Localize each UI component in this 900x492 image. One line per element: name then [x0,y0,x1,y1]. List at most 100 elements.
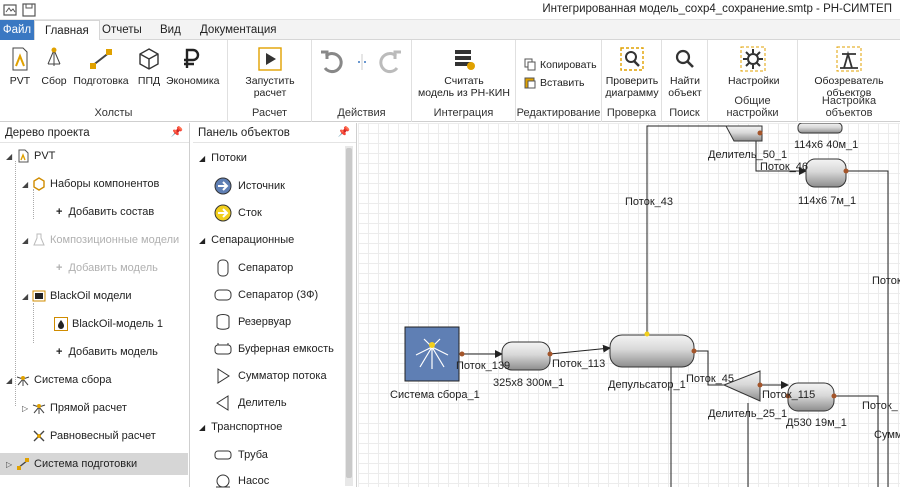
diagram-canvas[interactable]: Делитель_50_1 114х6 40м_1 Поток_46 114х6… [358,123,900,487]
label-pipe-7: 114х6 7м_1 [798,195,857,207]
ruble-icon [184,48,200,68]
play-icon [258,47,282,71]
tree-item-direct-calc[interactable]: ▷Прямой расчет [22,397,127,419]
tab-reports[interactable]: Отчеты [102,24,142,36]
scrollbar-thumb[interactable] [346,148,352,478]
copy-icon [524,58,536,71]
tab-home[interactable]: Главная [34,20,100,41]
collapse-arrow-icon[interactable]: ◢ [6,152,13,161]
separator-3f-icon [214,289,232,301]
label-flow-46: Поток_46 [760,161,808,173]
label-flow-right: Поток [872,275,900,287]
port [547,351,553,357]
tree-item-blackoil-model-1[interactable]: BlackOil-модель 1 [54,313,163,335]
ribbon: PVT Сбор Подготовка ППД Экономика Холсты… [0,40,900,122]
object-source[interactable]: Источник [214,175,285,197]
paste-button[interactable]: Вставить [524,76,585,89]
sbor-button[interactable]: Сбор [38,46,70,87]
tab-view[interactable]: Вид [160,24,181,36]
flow-line-46 [755,133,807,175]
collapse-arrow-icon[interactable]: ◢ [22,236,29,245]
group-label-editing: Редактирование [516,107,601,119]
undo-icon[interactable] [318,48,346,76]
oil-pump-icon [836,46,862,72]
save-icon[interactable] [21,2,37,18]
pipe-top-shape [797,123,843,134]
collapse-arrow-icon[interactable]: ◢ [199,236,206,245]
pump-icon [216,474,230,488]
object-sink[interactable]: Сток [214,202,262,224]
port [831,393,837,399]
collapse-arrow-icon[interactable]: ◢ [199,154,206,163]
label-depulsator: Депульсатор_1 [608,379,686,391]
ribbon-tabs: Файл Главная Отчеты Вид Документация [0,20,900,41]
podgotovka-button[interactable]: Подготовка [72,46,130,87]
pin-icon[interactable]: 📌 [337,127,350,138]
object-flow-summator[interactable]: Сумматор потока [214,365,327,387]
tab-documentation[interactable]: Документация [200,24,277,36]
label-flow-139: Поток_139 [456,360,511,372]
port [459,351,465,357]
section-transport[interactable]: ◢Транспортное [199,421,283,433]
label-system: Система сбора_1 [390,389,480,401]
section-separation[interactable]: ◢Сепарационные [199,234,295,246]
collapse-arrow-icon[interactable]: ◢ [199,423,206,432]
flask-icon [33,233,45,246]
objects-scrollbar[interactable] [345,146,353,486]
hexagon-icon [33,177,45,191]
port [785,393,791,399]
expand-arrow-icon[interactable]: ▷ [6,460,13,469]
pin-icon[interactable]: 📌 [170,127,183,138]
ppd-button[interactable]: ППД [133,46,165,87]
expand-arrow-icon[interactable]: ▷ [22,404,29,413]
group-label-integration: Интеграция [433,107,494,119]
label-flow-115: Поток_115 [762,389,816,401]
group-actions: Действия [312,40,412,122]
flow-line-43 [646,125,734,334]
flow-line-113 [549,344,611,355]
source-icon [214,177,232,195]
depulsator-shape [609,334,695,368]
title-bar: Интегрированная модель_coxp4_сохранение.… [0,0,900,20]
object-divider[interactable]: Делитель [214,392,287,414]
object-separator[interactable]: Сепаратор [214,257,293,279]
ekonomika-button[interactable]: Экономика [166,46,219,87]
tree-item-blackoil-models[interactable]: ◢BlackOil модели [22,285,132,307]
collapse-arrow-icon[interactable]: ◢ [22,180,29,189]
paste-icon [524,77,536,89]
gathering-icon [32,404,46,415]
pvt-button[interactable]: PVT [4,46,36,87]
settings-button[interactable]: Настройки [728,46,780,87]
port [757,382,763,388]
tree-item-component-sets[interactable]: ◢Наборы компонентов [22,173,159,195]
object-pipe[interactable]: Труба [214,444,268,466]
tree-item-gathering-system[interactable]: ◢Система сбора [6,369,112,391]
redo-icon[interactable] [376,48,404,76]
tree-guide-line [15,161,16,406]
object-reservoir[interactable]: Резервуар [214,311,291,333]
history-dropdown-icon[interactable] [352,52,372,72]
section-flows[interactable]: ◢Потоки [199,152,247,164]
flow-line-45 [694,350,724,386]
tree-item-add-composition[interactable]: +Добавить состав [56,206,155,218]
plus-icon: + [56,206,63,218]
tree-item-prep-system[interactable]: ▷Система подготовки [0,453,188,475]
collapse-arrow-icon[interactable]: ◢ [6,376,13,385]
object-buffer-tank[interactable]: Буферная емкость [214,338,334,360]
object-separator-3f[interactable]: Сепаратор (3Ф) [214,284,318,306]
tab-file[interactable]: Файл [0,20,34,40]
tree-item-pvt[interactable]: ◢PVT [6,145,55,167]
collapse-arrow-icon[interactable]: ◢ [22,292,29,301]
database-icon [455,50,475,70]
copy-button[interactable]: Копировать [524,58,597,71]
object-pump[interactable]: Насос [214,470,269,492]
group-canvases: PVT Сбор Подготовка ППД Экономика Холсты [0,40,228,122]
tree-item-add-model[interactable]: +Добавить модель [56,346,158,358]
tree-item-equilibrium-calc[interactable]: Равновесный расчет [32,425,156,447]
tree-item-compositional-models[interactable]: ◢Композиционные модели [22,229,179,251]
